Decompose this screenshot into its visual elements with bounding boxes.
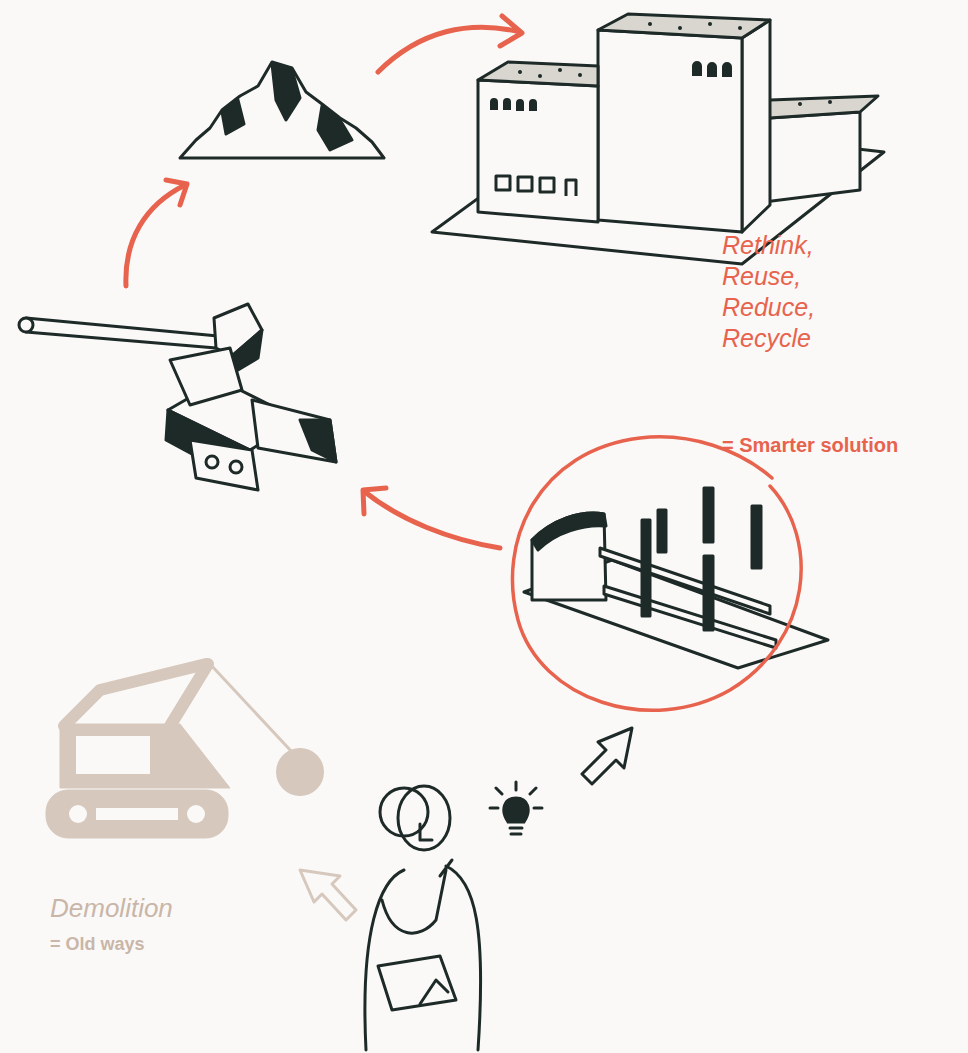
handle-end xyxy=(19,318,33,332)
gravel-dot xyxy=(798,102,802,106)
arm xyxy=(382,870,446,933)
crane-cable xyxy=(210,664,292,752)
floor-slab xyxy=(604,586,776,648)
track-gap xyxy=(96,808,178,820)
arch-window xyxy=(692,61,732,77)
outline-arrow xyxy=(582,728,632,784)
arrow-head xyxy=(363,488,386,514)
crane-body xyxy=(60,724,230,788)
block xyxy=(190,440,258,490)
bulb xyxy=(504,798,528,822)
floor-slab xyxy=(600,548,770,614)
old-way-text: Demolition xyxy=(50,893,173,924)
hammer-handle xyxy=(26,318,218,348)
hammer-blocks xyxy=(19,304,336,490)
curved-wall xyxy=(532,513,606,600)
gravel-dot xyxy=(558,68,562,72)
body xyxy=(365,866,481,1050)
thinker xyxy=(365,786,481,1050)
square-window xyxy=(496,176,510,190)
rubble-pile xyxy=(180,62,384,158)
magnifier xyxy=(380,788,428,836)
column xyxy=(658,510,666,552)
pile-shadow xyxy=(272,64,300,120)
gravel-dot xyxy=(678,26,682,30)
gravel-dot xyxy=(578,73,582,77)
building-left-front xyxy=(478,80,598,222)
arch-window xyxy=(490,98,537,111)
block-hole xyxy=(206,456,218,468)
block xyxy=(170,348,242,405)
highlight-circle xyxy=(512,437,801,710)
gravel-dot xyxy=(708,22,712,26)
pen-hand xyxy=(420,980,448,1004)
arrow-head xyxy=(166,180,187,205)
curved-wall-shade xyxy=(532,513,606,550)
pile-outline xyxy=(180,62,384,158)
lightbulb xyxy=(490,782,542,834)
old-way-result: = Old ways xyxy=(50,934,145,956)
square-window xyxy=(518,177,532,191)
crane-boom xyxy=(170,664,208,726)
bulb-base xyxy=(510,828,522,834)
block xyxy=(252,400,336,462)
crane-tracks xyxy=(46,790,228,838)
door xyxy=(566,180,576,196)
windows xyxy=(490,61,732,111)
gravel xyxy=(518,22,832,106)
slogan-result: = Smarter solution xyxy=(722,433,898,457)
track-wheel xyxy=(187,805,205,823)
demolition-crane xyxy=(46,664,324,838)
track-wheel xyxy=(69,805,87,823)
column xyxy=(752,506,761,568)
paper xyxy=(378,956,456,1010)
block-hole xyxy=(230,461,242,473)
square-window xyxy=(540,178,554,192)
building-tower-top xyxy=(598,14,770,38)
building xyxy=(432,14,884,264)
pile-shadow xyxy=(222,100,244,134)
skeleton-building xyxy=(524,488,828,668)
gravel-dot xyxy=(518,70,522,74)
gravel-dot xyxy=(538,74,542,78)
hammer-head-shade xyxy=(232,330,262,370)
wrecking-ball xyxy=(276,748,324,796)
hand xyxy=(440,860,452,876)
cycle-arrow xyxy=(126,185,185,286)
bulb-ray xyxy=(490,782,542,808)
outline-arrow xyxy=(300,870,356,920)
head xyxy=(398,786,450,850)
windows xyxy=(496,176,576,196)
block-shade xyxy=(300,420,336,462)
gravel-dot xyxy=(738,26,742,30)
crane-cab xyxy=(76,736,150,774)
column xyxy=(704,556,713,630)
column xyxy=(704,488,713,542)
cycle-arrow xyxy=(378,27,520,72)
pile-shadow xyxy=(318,106,352,150)
building-left-top xyxy=(478,62,598,86)
gravel-dot xyxy=(648,22,652,26)
column xyxy=(642,520,650,616)
arrow-head xyxy=(500,16,522,46)
slogan-text: Rethink, Reuse, Reduce, Recycle xyxy=(722,230,815,354)
cycle-arrow xyxy=(365,492,500,548)
cycle-arrows xyxy=(126,16,522,548)
building-tower-front xyxy=(598,30,742,232)
gravel-dot xyxy=(828,100,832,104)
building-tower-side xyxy=(742,20,770,232)
